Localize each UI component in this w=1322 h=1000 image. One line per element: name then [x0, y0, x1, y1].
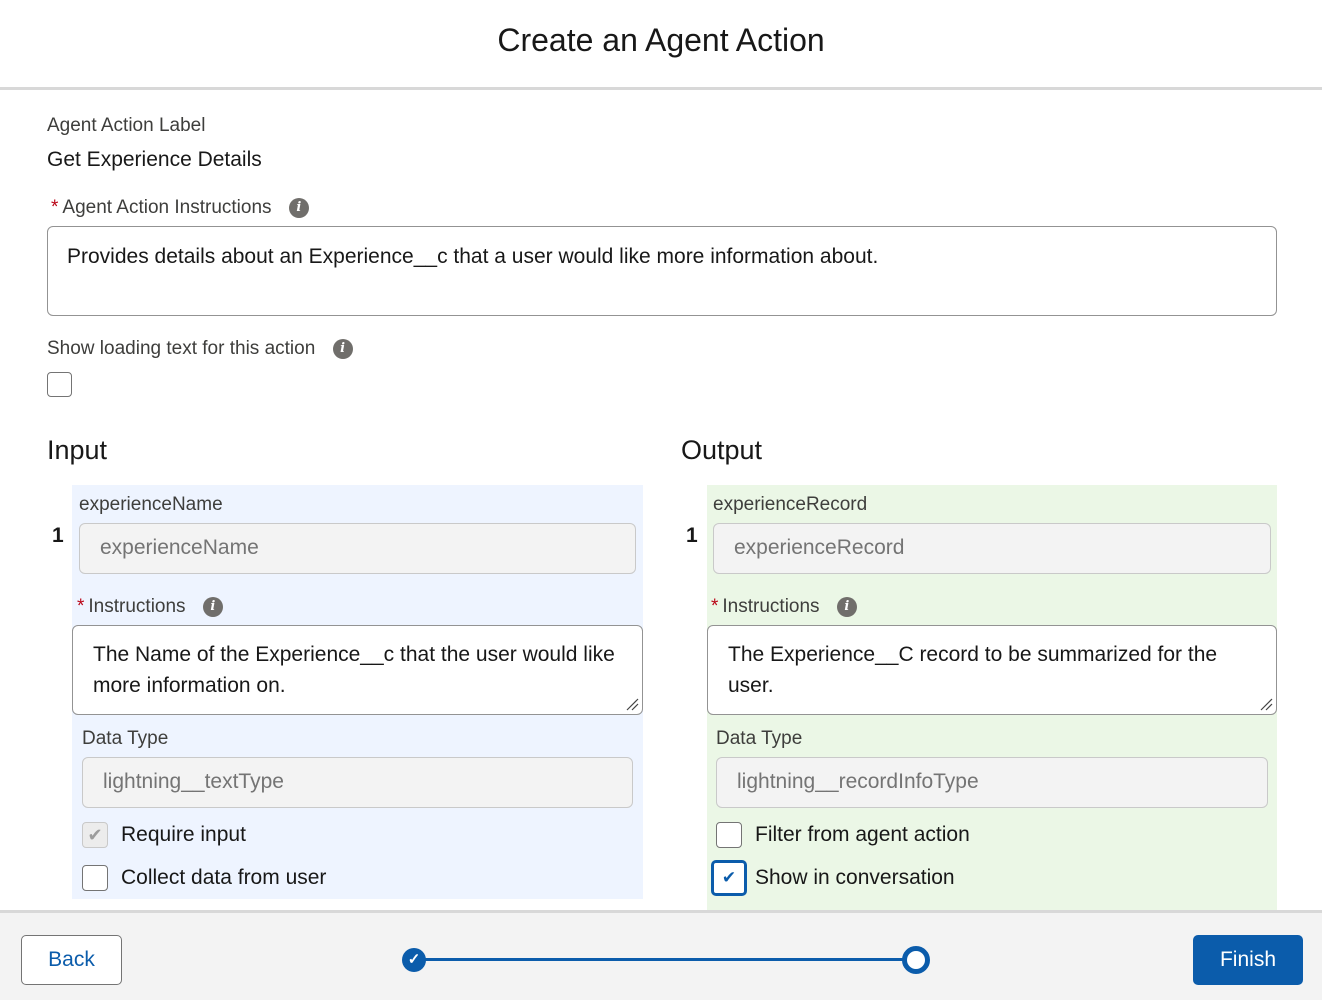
loading-text-caption: Show loading text for this action [47, 338, 316, 359]
output-section-title: Output [681, 435, 763, 465]
input-param-instructions-textarea[interactable]: The Name of the Experience__c that the u… [72, 625, 643, 715]
required-asterisk: * [77, 596, 85, 617]
checkmark-icon: ✔ [87, 825, 103, 845]
info-icon[interactable]: i [202, 596, 223, 617]
action-instructions-text: Provides details about an Experience__c … [67, 245, 879, 268]
input-param-name-caption: experienceName [79, 494, 223, 515]
action-instructions-caption: Agent Action Instructions [62, 197, 272, 218]
output-param-datatype-field: lightning__recordInfoType [716, 757, 1268, 808]
modal-footer: Back ✓ Finish [0, 910, 1322, 1000]
require-input-checkbox: ✔ [82, 822, 108, 848]
output-param-instructions-caption: Instructions [722, 596, 820, 617]
modal-body: Agent Action Label Get Experience Detail… [0, 90, 1322, 910]
progress-bar [425, 958, 903, 961]
filter-from-action-checkbox[interactable] [716, 822, 742, 848]
output-param-name-caption: experienceRecord [713, 494, 868, 515]
action-instructions-textarea[interactable]: Provides details about an Experience__c … [47, 226, 1277, 316]
output-param-instructions-textarea[interactable]: The Experience__C record to be summarize… [707, 625, 1277, 715]
required-asterisk: * [51, 197, 59, 218]
resize-grip-icon[interactable] [1259, 697, 1273, 711]
action-instructions-caption-row: *Agent Action Instructions i [51, 197, 309, 219]
resize-grip-icon[interactable] [625, 697, 639, 711]
input-param-datatype-field: lightning__textType [82, 757, 633, 808]
loading-text-caption-row: Show loading text for this action i [47, 338, 353, 360]
input-param-datatype-caption: Data Type [82, 728, 169, 749]
info-icon[interactable]: i [288, 197, 309, 218]
finish-button[interactable]: Finish [1193, 935, 1303, 985]
show-in-conversation-checkbox[interactable]: ✔ [711, 860, 747, 896]
info-icon[interactable]: i [836, 596, 857, 617]
input-param-instructions-text: The Name of the Experience__c that the u… [93, 643, 615, 697]
step-complete-icon[interactable]: ✓ [402, 948, 426, 972]
input-param-index: 1 [52, 524, 64, 547]
input-param-instructions-caption: Instructions [88, 596, 186, 617]
show-in-conversation-label: Show in conversation [755, 866, 955, 889]
collect-data-checkbox[interactable] [82, 865, 108, 891]
output-param-datatype-caption: Data Type [716, 728, 803, 749]
checkmark-icon: ✔ [721, 868, 737, 887]
filter-from-action-label: Filter from agent action [755, 823, 970, 846]
output-param-instructions-caption-row: *Instructions i [711, 596, 857, 618]
back-button[interactable]: Back [21, 935, 122, 985]
required-asterisk: * [711, 596, 719, 617]
modal-header: Create an Agent Action [0, 0, 1322, 90]
input-param-name-field[interactable]: experienceName [79, 523, 636, 574]
info-icon[interactable]: i [332, 338, 353, 359]
modal-title: Create an Agent Action [497, 22, 825, 58]
output-param-instructions-text: The Experience__C record to be summarize… [728, 643, 1218, 697]
collect-data-label: Collect data from user [121, 866, 327, 889]
action-label-caption: Agent Action Label [47, 115, 206, 136]
output-param-name-field[interactable]: experienceRecord [713, 523, 1271, 574]
input-section-title: Input [47, 435, 108, 465]
output-param-index: 1 [686, 524, 698, 547]
loading-text-checkbox[interactable] [47, 372, 72, 397]
require-input-label: Require input [121, 823, 246, 846]
step-current-indicator[interactable] [902, 946, 930, 974]
input-param-instructions-caption-row: *Instructions i [77, 596, 223, 618]
action-label-value: Get Experience Details [47, 148, 262, 171]
